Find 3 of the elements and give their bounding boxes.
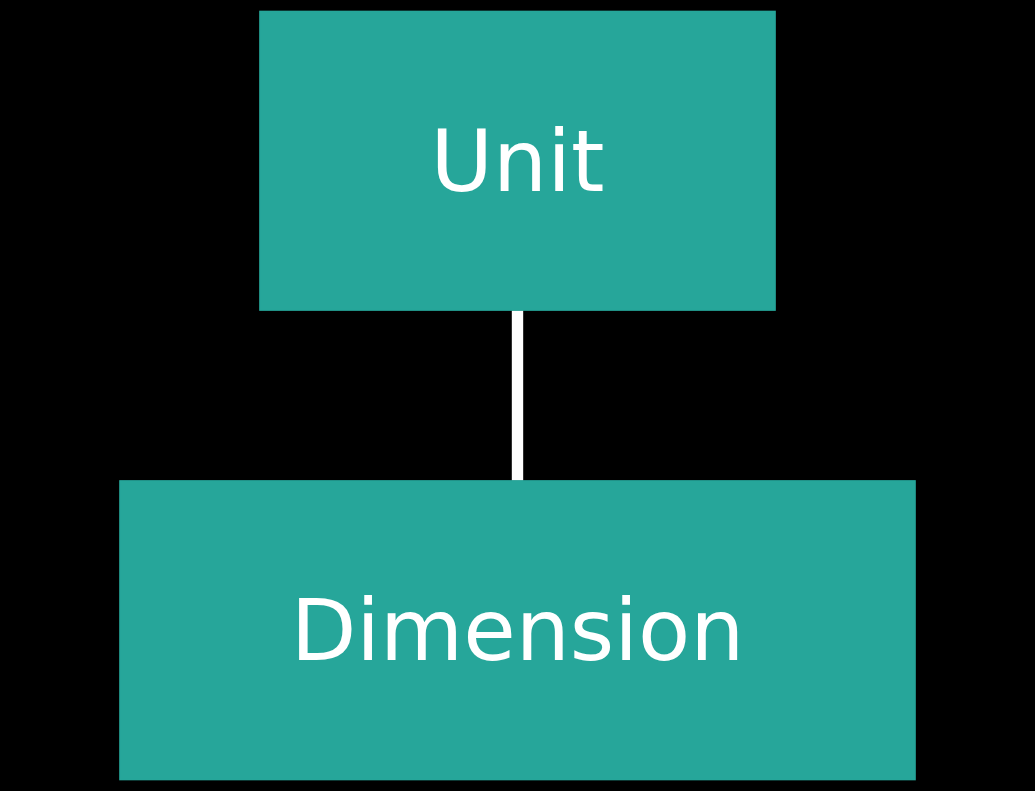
connector <box>511 310 524 481</box>
node-box: Dimension <box>119 480 916 781</box>
node-box: Unit <box>259 10 776 311</box>
